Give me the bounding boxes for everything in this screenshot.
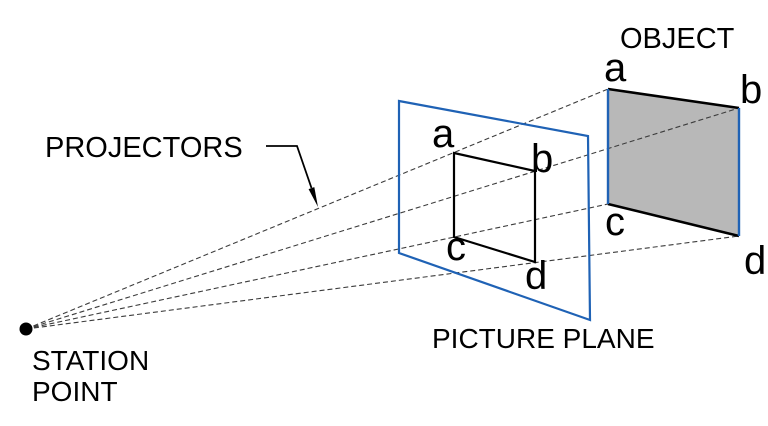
- projector-line-to-c: [25, 203, 609, 330]
- object-corner-label-b: b: [740, 68, 762, 112]
- object-edge-bottom: [607, 202, 740, 238]
- projected-image-quad: [452, 151, 537, 264]
- projector-line-to-d: [25, 235, 740, 330]
- projectors-arrowhead-icon: [308, 187, 318, 207]
- projector-line-to-b: [25, 107, 740, 330]
- label-station-point-line2: POINT: [32, 376, 118, 407]
- projectors-leader-line: [266, 145, 313, 189]
- object-corner-label-d: d: [744, 239, 766, 283]
- label-station-point-line1: STATION: [32, 345, 149, 376]
- picture-plane-outline: [397, 99, 592, 322]
- projector-line-to-a: [25, 88, 609, 330]
- image-corner-label-c: c: [446, 225, 466, 269]
- label-projectors: PROJECTORS: [45, 132, 243, 164]
- image-corner-label-a: a: [432, 112, 455, 156]
- image-corner-label-b: b: [531, 137, 553, 181]
- label-object: OBJECT: [620, 23, 735, 55]
- object-edge-top: [607, 87, 740, 110]
- station-point-dot: [19, 322, 33, 336]
- label-picture-plane: PICTURE PLANE: [432, 323, 655, 354]
- object-corner-label-c: c: [605, 200, 625, 244]
- object-corner-label-a: a: [604, 46, 627, 90]
- image-corner-label-d: d: [525, 254, 547, 298]
- object-face: [608, 89, 739, 236]
